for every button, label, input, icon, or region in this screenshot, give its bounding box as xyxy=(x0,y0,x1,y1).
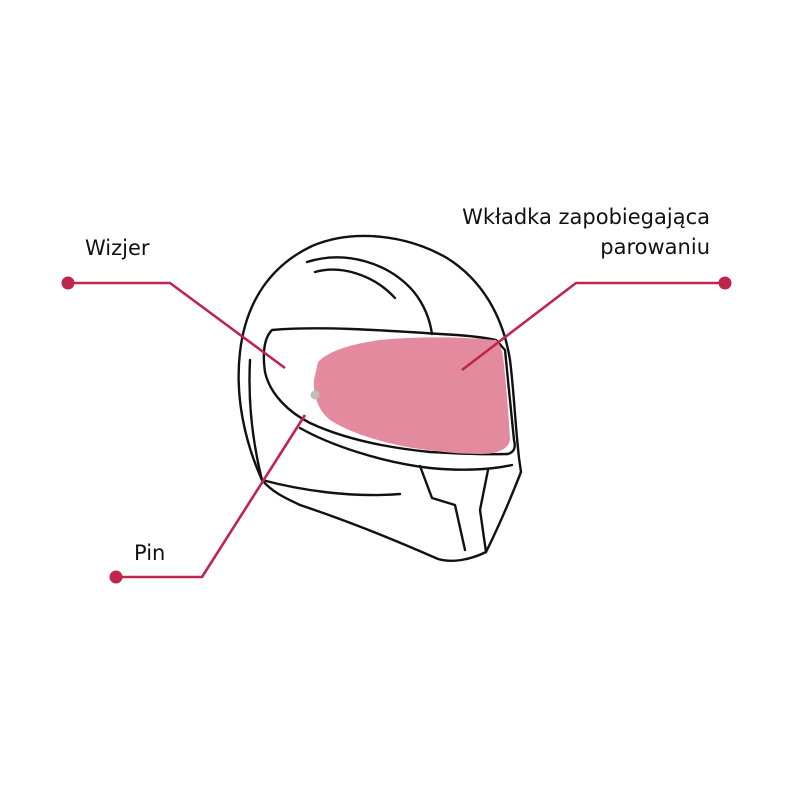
endpoint-pin xyxy=(109,570,123,584)
visor-inner-edge xyxy=(298,426,514,471)
endpoint-insert xyxy=(718,276,732,290)
helmet-outline-icon xyxy=(237,234,523,562)
leader-visor xyxy=(68,281,286,370)
chin-bar-line xyxy=(260,478,402,497)
cheek-line xyxy=(248,358,264,482)
label-anti-fog-insert-line1: Wkładka zapobiegająca xyxy=(462,205,710,229)
label-anti-fog-insert-line2: parowaniu xyxy=(600,235,710,259)
leader-pin xyxy=(116,414,307,579)
label-visor: Wizjer xyxy=(85,236,150,260)
helmet-vent xyxy=(305,256,434,336)
pin-dot xyxy=(310,390,320,400)
endpoint-visor xyxy=(61,276,75,290)
helmet-shell xyxy=(237,234,523,562)
label-pin: Pin xyxy=(134,541,166,565)
leader-insert xyxy=(461,281,725,372)
label-anti-fog-insert: Wkładka zapobiegająca parowaniu xyxy=(462,202,710,262)
chin-vent-edge xyxy=(478,468,490,554)
visor-outline xyxy=(262,327,516,456)
chin-vent xyxy=(418,464,467,552)
helmet-vent-inner xyxy=(313,268,397,300)
anti-fog-insert xyxy=(313,337,510,454)
